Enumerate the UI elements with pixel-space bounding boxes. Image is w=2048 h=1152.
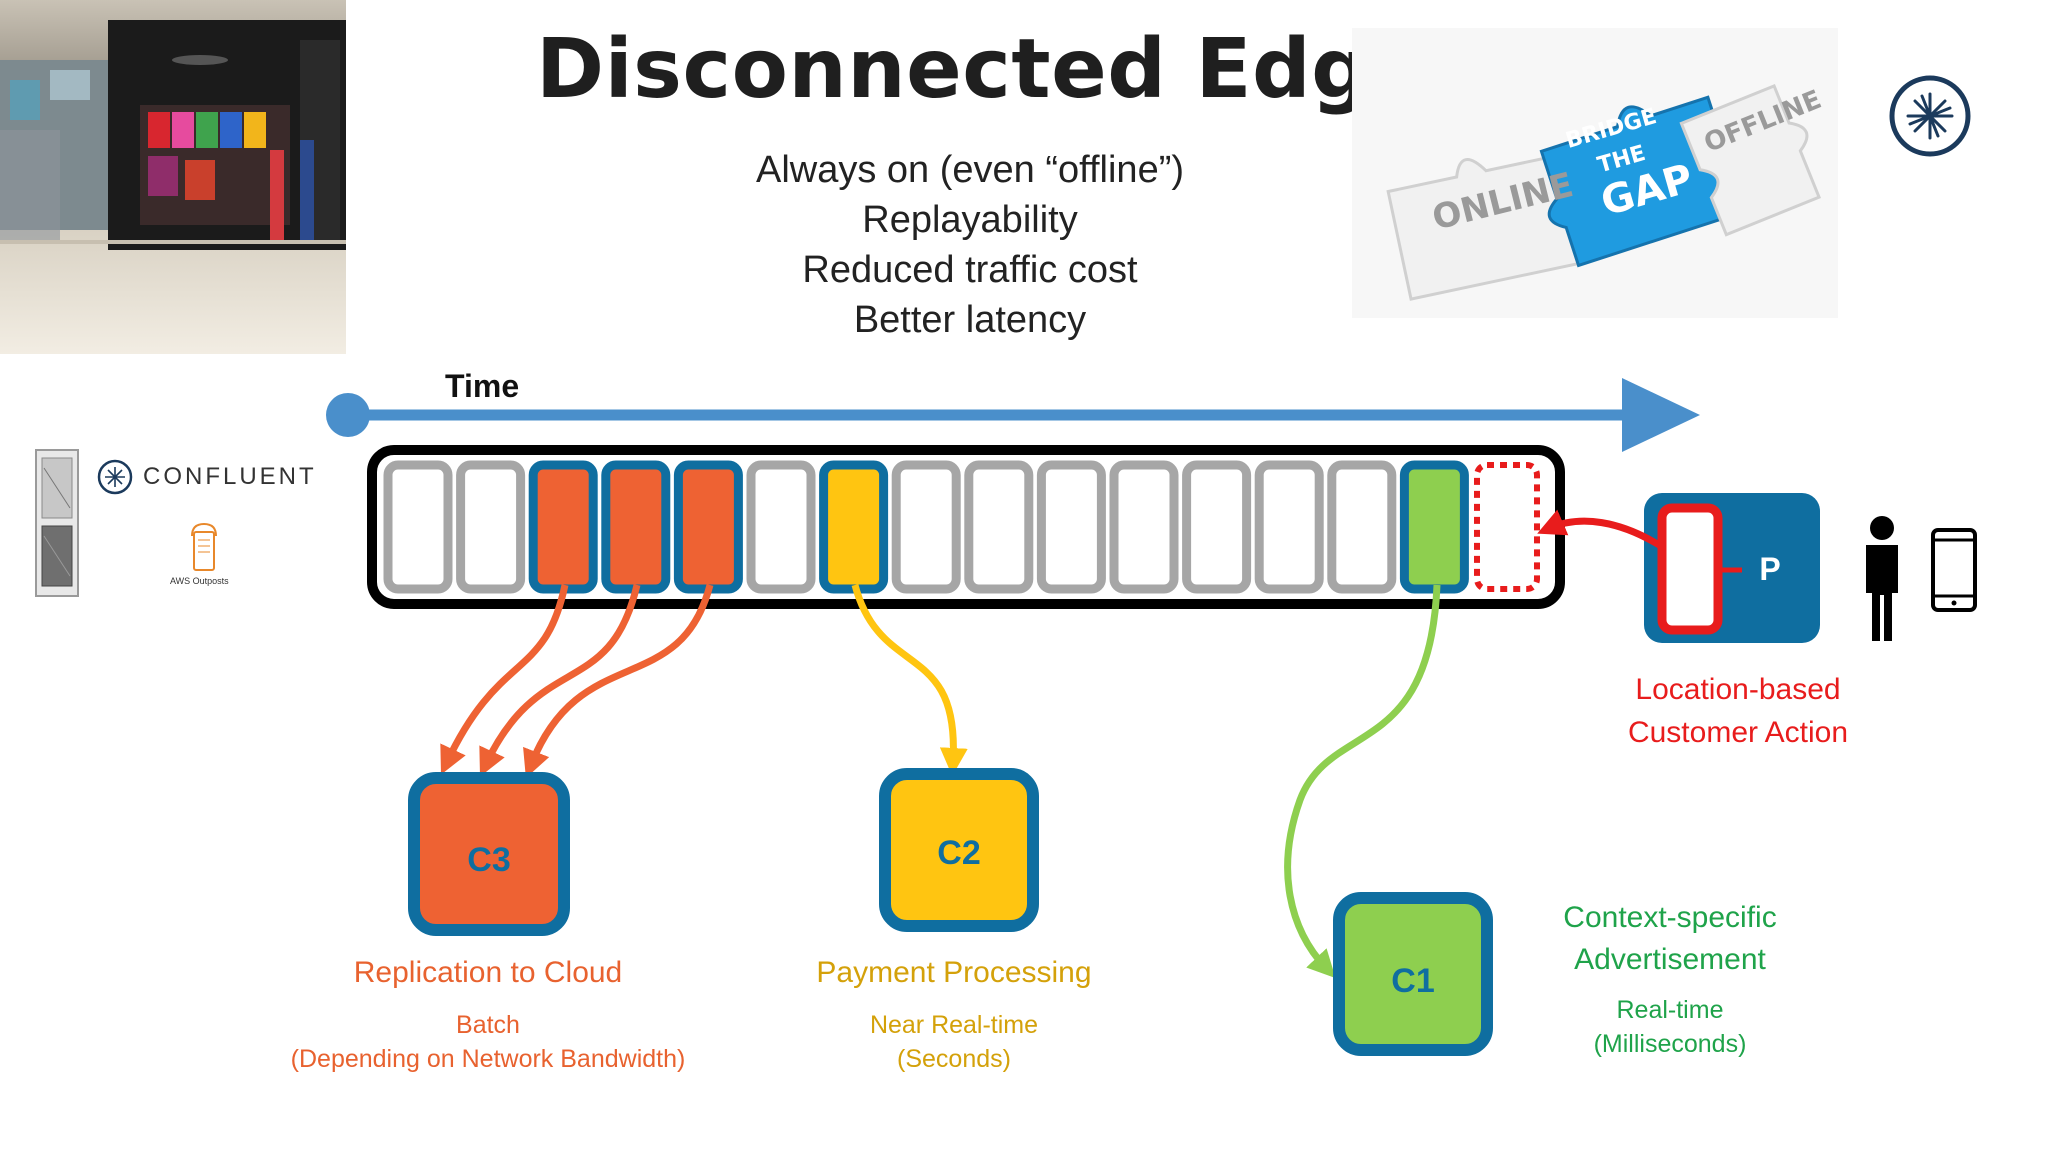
log-cell-empty bbox=[891, 460, 961, 594]
c2-mode-detail: (Seconds) bbox=[897, 1045, 1011, 1073]
log-cell-orange bbox=[601, 460, 671, 594]
arrow-to-c3 bbox=[479, 584, 641, 777]
benefit-item: Replayability bbox=[862, 199, 1078, 241]
consumer-c2-box: C2 bbox=[879, 768, 1039, 932]
log-cell-orange bbox=[528, 460, 598, 594]
aws-outposts-label: AWS Outposts bbox=[170, 576, 229, 586]
server-rack-icon bbox=[34, 448, 80, 602]
c2-title: Payment Processing bbox=[816, 956, 1092, 989]
producer-caption-line: Customer Action bbox=[1627, 716, 1849, 749]
person-icon bbox=[1866, 516, 1898, 641]
c3-latency: Batch (Depending on Network Bandwidth) bbox=[263, 1008, 713, 1076]
log-cell-empty bbox=[1036, 460, 1106, 594]
mall-photo bbox=[0, 0, 346, 354]
c1-title: Context-specific Advertisement bbox=[1520, 897, 1820, 981]
log-cell-empty bbox=[746, 460, 816, 594]
bridge-the-gap-puzzle-image: ONLINE BRIDGE THE GAP OFFLINE bbox=[1352, 28, 1838, 318]
time-label: Time bbox=[445, 368, 520, 404]
c3-label: C3 bbox=[467, 841, 510, 879]
consumer-c1-box: C1 bbox=[1333, 892, 1493, 1056]
c1-label: C1 bbox=[1391, 962, 1434, 1000]
c3-mode: Batch bbox=[456, 1011, 520, 1039]
c1-title-line: Context-specific bbox=[1563, 901, 1777, 934]
arrow-to-c1 bbox=[1284, 584, 1441, 979]
log-cell-green bbox=[1399, 460, 1469, 594]
c1-latency: Real-time (Milliseconds) bbox=[1520, 993, 1820, 1061]
slide-title: Disconnected Edge bbox=[536, 22, 1427, 117]
log-cell-yellow bbox=[819, 460, 889, 594]
arrow-to-c2 bbox=[851, 584, 968, 776]
c1-mode-detail: (Milliseconds) bbox=[1593, 1030, 1747, 1058]
log-cell-empty bbox=[456, 460, 526, 594]
c3-mode-detail: (Depending on Network Bandwidth) bbox=[290, 1045, 686, 1073]
arrow-to-c3 bbox=[440, 584, 569, 775]
aws-outposts-icon bbox=[186, 518, 222, 578]
c1-title-line: Advertisement bbox=[1574, 943, 1766, 976]
benefit-item: Better latency bbox=[853, 299, 1087, 341]
benefit-item: Always on (even “offline”) bbox=[755, 149, 1185, 191]
producer-caption-line: Location-based bbox=[1635, 673, 1841, 706]
log-cell-empty bbox=[964, 460, 1034, 594]
log-cell-empty bbox=[1109, 460, 1179, 594]
time-axis-arrow bbox=[326, 378, 1700, 452]
benefit-item: Reduced traffic cost bbox=[802, 249, 1138, 291]
producer-label: P bbox=[1759, 551, 1780, 587]
consumer-c3-box: C3 bbox=[408, 772, 570, 936]
producer-caption: Location-based Customer Action bbox=[1588, 668, 1888, 754]
log-cell-orange bbox=[673, 460, 743, 594]
c1-mode: Real-time bbox=[1616, 996, 1724, 1024]
producer-write-arrow bbox=[1537, 509, 1666, 551]
log-cell-empty bbox=[1254, 460, 1324, 594]
log-cell-empty bbox=[1327, 460, 1397, 594]
c2-latency: Near Real-time (Seconds) bbox=[752, 1008, 1156, 1076]
log-cell-empty bbox=[383, 460, 453, 594]
c3-title: Replication to Cloud bbox=[353, 956, 623, 989]
producer-box: P bbox=[1644, 493, 1820, 643]
confluent-logo-icon bbox=[1886, 72, 1974, 160]
c2-label: C2 bbox=[937, 834, 980, 872]
arrow-to-c3 bbox=[523, 584, 714, 779]
confluent-icon bbox=[96, 458, 134, 500]
log-cell-empty bbox=[1182, 460, 1252, 594]
confluent-wordmark: CONFLUENT bbox=[143, 463, 317, 490]
benefit-list: Always on (even “offline”) Replayability… bbox=[700, 145, 1240, 345]
c2-mode: Near Real-time bbox=[869, 1011, 1039, 1039]
log-cell-incoming bbox=[1474, 462, 1540, 592]
phone-icon bbox=[1931, 528, 1977, 612]
